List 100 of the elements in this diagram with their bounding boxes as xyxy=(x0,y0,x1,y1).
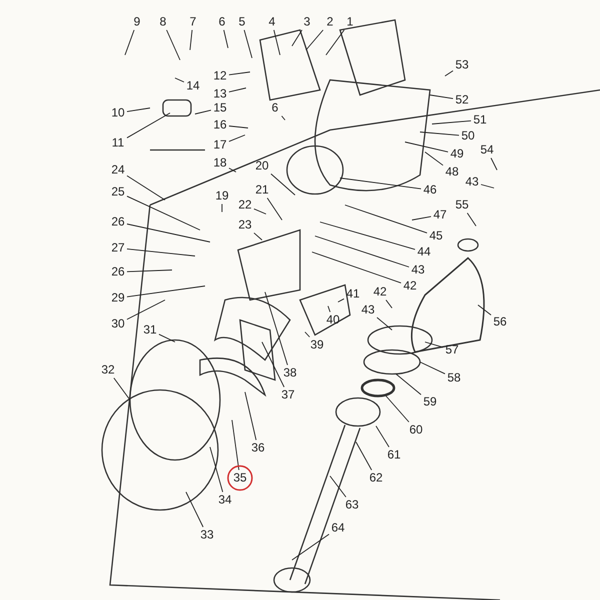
callout-number: 32 xyxy=(101,364,115,376)
callout-number: 52 xyxy=(455,94,469,106)
callout-number: 29 xyxy=(111,292,125,304)
callout-number: 20 xyxy=(255,160,269,172)
leader-line xyxy=(292,30,302,46)
callout-number: 9 xyxy=(134,16,140,28)
leader-line xyxy=(340,178,422,190)
callout-number: 3 xyxy=(304,16,310,28)
leader-line xyxy=(223,30,228,48)
leader-line xyxy=(113,378,130,400)
leader-line xyxy=(338,298,344,302)
leader-line xyxy=(186,492,204,528)
leader-line xyxy=(166,30,180,60)
leader-line xyxy=(376,426,390,448)
leader-line xyxy=(126,175,166,200)
leader-line xyxy=(232,420,240,470)
callout-number: 41 xyxy=(346,288,360,300)
leader-line xyxy=(126,248,196,256)
leader-line xyxy=(254,208,266,214)
callout-number: 45 xyxy=(429,230,443,242)
callout-number: 46 xyxy=(423,184,437,196)
callout-number: 64 xyxy=(331,522,345,534)
callout-number: 62 xyxy=(369,472,383,484)
leader-line xyxy=(266,198,282,220)
callout-number: 40 xyxy=(326,314,340,326)
leader-line xyxy=(126,224,210,242)
leader-line xyxy=(420,132,460,136)
leader-line xyxy=(126,270,172,272)
callout-number: 1 xyxy=(346,16,354,28)
callout-number: 4 xyxy=(268,16,276,28)
leader-line xyxy=(478,304,492,316)
leader-line xyxy=(320,222,416,250)
callout-number: 26 xyxy=(111,216,125,228)
callout-number: 7 xyxy=(190,16,196,28)
leader-line xyxy=(396,374,422,396)
callout-number: 15 xyxy=(213,102,227,114)
leader-line xyxy=(330,476,346,498)
leader-line xyxy=(194,110,212,114)
leader-line xyxy=(420,362,446,374)
leader-line xyxy=(490,158,498,170)
callout-number: 37 xyxy=(281,388,295,402)
callout-number: 23 xyxy=(238,218,252,232)
leader-line xyxy=(228,126,248,128)
callout-number: 56 xyxy=(493,316,507,328)
callout-number: 10 xyxy=(111,106,125,120)
callout-number: 61 xyxy=(387,448,401,462)
leader-line xyxy=(254,232,262,240)
leader-line xyxy=(328,306,331,312)
leader-line xyxy=(412,216,432,220)
leader-line xyxy=(273,30,280,56)
leader-line xyxy=(306,30,324,50)
leader-line xyxy=(444,70,454,76)
callout-number: 43 xyxy=(465,176,479,188)
leader-line xyxy=(244,392,257,440)
callout-number: 47 xyxy=(433,208,447,222)
callout-number: 43 xyxy=(361,304,375,316)
callout-number: 2 xyxy=(326,16,334,28)
leader-line xyxy=(210,446,224,492)
callout-number: 17 xyxy=(213,138,227,152)
leader-line xyxy=(126,196,200,230)
leader-line xyxy=(344,204,428,234)
leader-line xyxy=(244,30,252,58)
callout-number: 24 xyxy=(111,164,125,176)
callout-number: 26 xyxy=(111,266,125,278)
callout-number: 53 xyxy=(455,58,469,72)
callout-number: 11 xyxy=(112,136,124,150)
callout-number: 13 xyxy=(213,88,227,100)
callout-number: 14 xyxy=(186,80,200,92)
callout-number: 59 xyxy=(423,396,437,408)
leader-line xyxy=(190,30,193,50)
leader-line xyxy=(174,78,184,82)
callout-number: 33 xyxy=(200,528,214,542)
callout-number: 34 xyxy=(218,494,232,506)
callout-number: 19 xyxy=(215,190,229,202)
leader-line xyxy=(386,300,392,308)
callout-number: 54 xyxy=(480,144,494,156)
callout-number: 16 xyxy=(213,118,227,132)
leader-line xyxy=(262,342,285,388)
leader-line xyxy=(264,292,288,366)
leader-line xyxy=(158,334,176,342)
callout-number: 42 xyxy=(403,280,417,292)
callout-number: 5 xyxy=(238,16,246,28)
callout-number: 43 xyxy=(411,264,425,276)
leader-line xyxy=(126,112,170,138)
callout-number: 51 xyxy=(473,114,487,126)
leader-line xyxy=(126,108,150,112)
callout-number: 42 xyxy=(373,286,387,298)
leader-line xyxy=(228,168,236,172)
callout-number: 18 xyxy=(213,156,227,170)
callout-number: 49 xyxy=(450,148,464,160)
leader-line xyxy=(270,173,296,196)
leader-line xyxy=(480,184,494,188)
callout-number: 38 xyxy=(283,366,297,380)
leader-line xyxy=(281,116,286,120)
callout-number: 55 xyxy=(455,198,469,212)
callout-number: 48 xyxy=(445,166,459,178)
callout-number: 63 xyxy=(345,498,359,512)
leader-line xyxy=(228,72,250,76)
leader-line xyxy=(432,120,472,124)
leader-line xyxy=(404,142,448,152)
